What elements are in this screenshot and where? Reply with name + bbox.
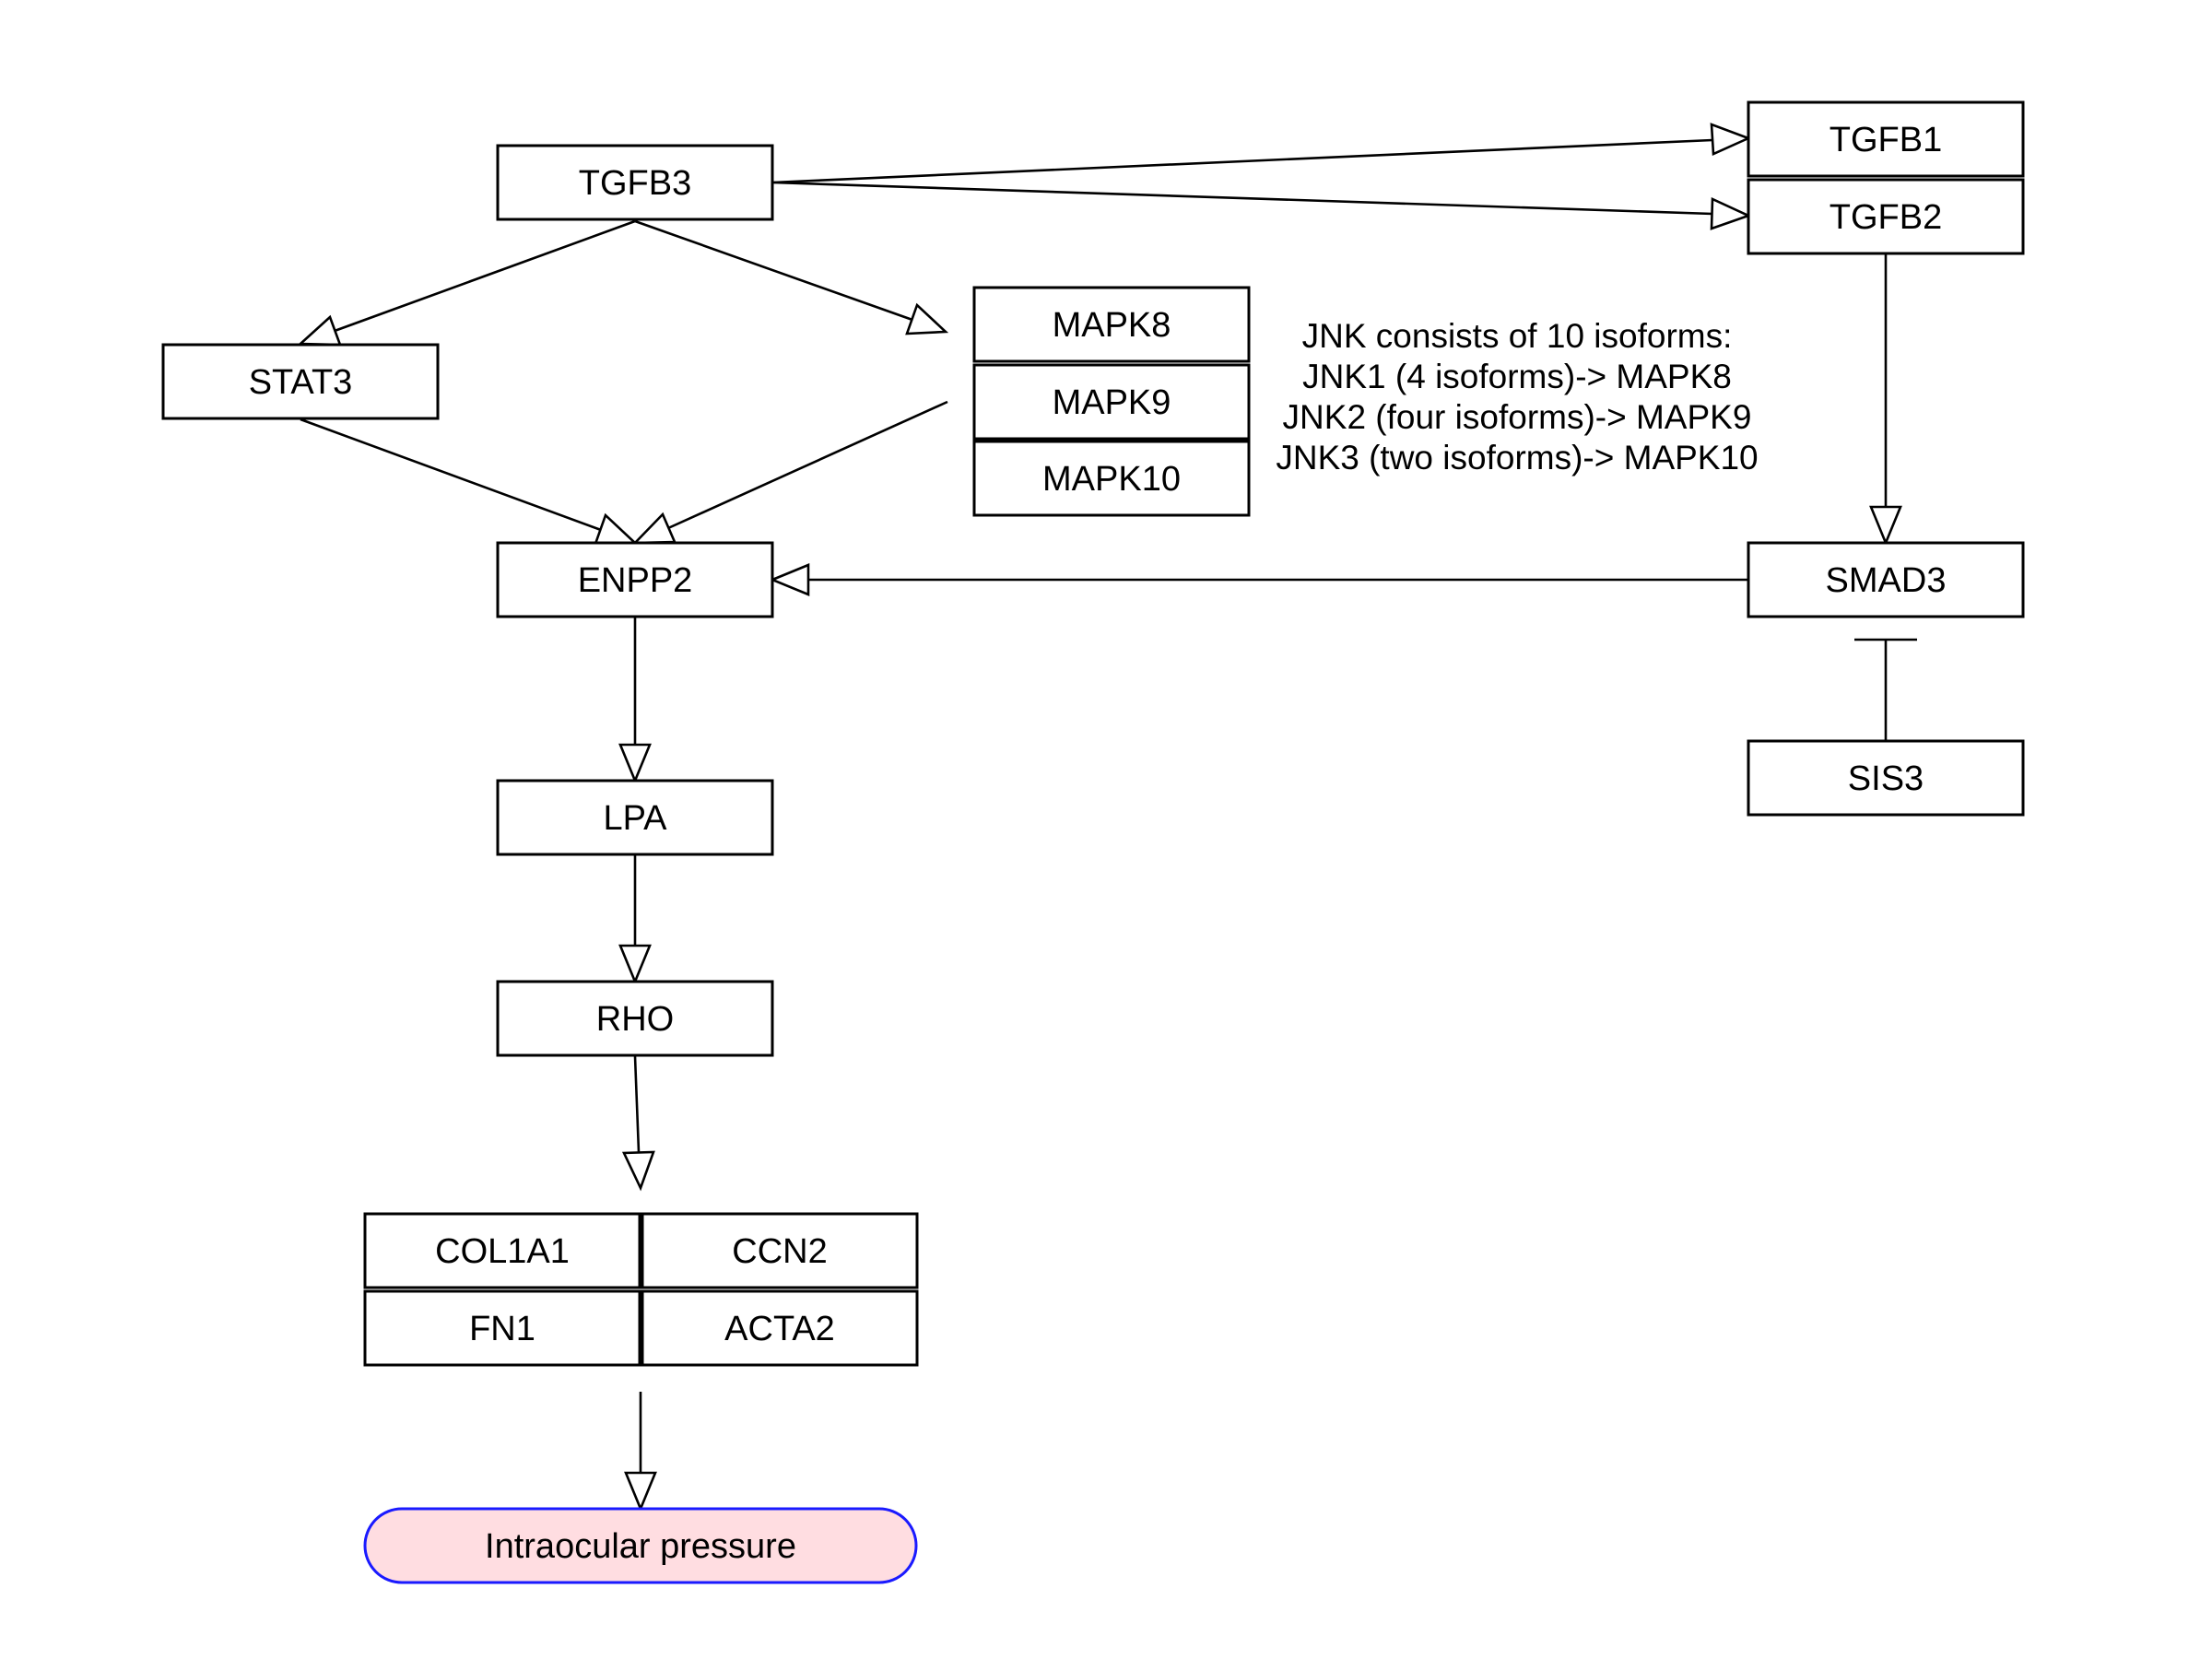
edges (297, 123, 1917, 1512)
node-rho[interactable]: RHO (496, 980, 774, 1057)
node-tgfb3-label: TGFB3 (579, 164, 691, 203)
node-tgfb3[interactable]: TGFB3 (496, 144, 774, 221)
note-line-1: JNK consists of 10 isoforms: (1302, 317, 1733, 355)
arrowhead-lpa (618, 743, 652, 784)
node-tgfb2[interactable]: TGFB2 (1747, 178, 2025, 255)
node-ccn2-label: CCN2 (732, 1232, 827, 1271)
node-mapk8-label: MAPK8 (1053, 306, 1171, 345)
node-ccn2[interactable]: CCN2 (641, 1212, 919, 1289)
note-line-2: JNK1 (4 isoforms)-> MAPK8 (1302, 358, 1732, 395)
node-tgfb2-label: TGFB2 (1830, 198, 1942, 237)
node-enpp2[interactable]: ENPP2 (496, 541, 774, 618)
node-fn1-label: FN1 (469, 1310, 535, 1348)
node-smad3-label: SMAD3 (1826, 561, 1947, 600)
node-acta2-label: ACTA2 (724, 1310, 835, 1348)
node-lpa-label: LPA (603, 799, 667, 838)
arrowhead-rho (618, 944, 652, 985)
node-sis3-label: SIS3 (1848, 759, 1924, 798)
arrowhead-genes (621, 1150, 655, 1192)
arrowhead-tgfb2 (1710, 196, 1752, 230)
node-mapk10[interactable]: MAPK10 (972, 440, 1251, 517)
arrowhead-iop (624, 1471, 657, 1512)
node-col1a1[interactable]: COL1A1 (363, 1212, 641, 1289)
node-mapk10-label: MAPK10 (1042, 460, 1181, 499)
node-sis3[interactable]: SIS3 (1747, 739, 2025, 817)
note-line-4: JNK3 (two isoforms)-> MAPK10 (1276, 439, 1758, 477)
edge-tgfb3-mapk (634, 219, 913, 322)
jnk-isoform-note: JNK consists of 10 isoforms: JNK1 (4 iso… (1276, 317, 1758, 477)
node-fn1[interactable]: FN1 (363, 1289, 641, 1367)
node-smad3[interactable]: SMAD3 (1747, 541, 2025, 618)
arrowhead-enpp2-from-mapk (631, 512, 677, 545)
edge-rho-genes (633, 1055, 641, 1153)
node-lpa[interactable]: LPA (496, 779, 774, 856)
node-intraocular-pressure-label: Intraocular pressure (485, 1527, 796, 1566)
node-stat3-label: STAT3 (249, 363, 353, 402)
edge-tgfb3-tgfb2 (771, 181, 1713, 216)
arrowhead-tgfb1 (1710, 123, 1752, 156)
node-tgfb1[interactable]: TGFB1 (1747, 100, 2025, 178)
arrowhead-enpp2-from-smad3 (769, 563, 810, 596)
node-mapk8[interactable]: MAPK8 (972, 286, 1251, 363)
arrowhead-stat3 (297, 314, 342, 347)
arrowhead-enpp2-from-stat3 (594, 512, 639, 546)
edge-stat3-enpp2 (300, 418, 602, 532)
nodes: TGFB3 TGFB1 TGFB2 STAT3 MAPK8 MAPK9 (161, 100, 2025, 1584)
note-line-3: JNK2 (four isoforms)-> MAPK9 (1283, 398, 1752, 436)
node-acta2[interactable]: ACTA2 (641, 1289, 919, 1367)
node-mapk9[interactable]: MAPK9 (972, 363, 1251, 441)
edge-tgfb3-stat3 (334, 219, 636, 333)
arrowhead-mapk (905, 302, 949, 335)
node-col1a1-label: COL1A1 (435, 1232, 570, 1271)
node-enpp2-label: ENPP2 (578, 561, 693, 600)
arrowhead-smad3 (1869, 505, 1902, 547)
node-mapk9-label: MAPK9 (1053, 383, 1171, 422)
node-stat3[interactable]: STAT3 (161, 343, 440, 420)
node-rho-label: RHO (596, 1000, 674, 1039)
edge-mapk-enpp2 (667, 400, 948, 530)
edge-tgfb3-tgfb1 (771, 138, 1713, 184)
node-intraocular-pressure[interactable]: Intraocular pressure (363, 1507, 918, 1584)
node-tgfb1-label: TGFB1 (1830, 121, 1942, 159)
